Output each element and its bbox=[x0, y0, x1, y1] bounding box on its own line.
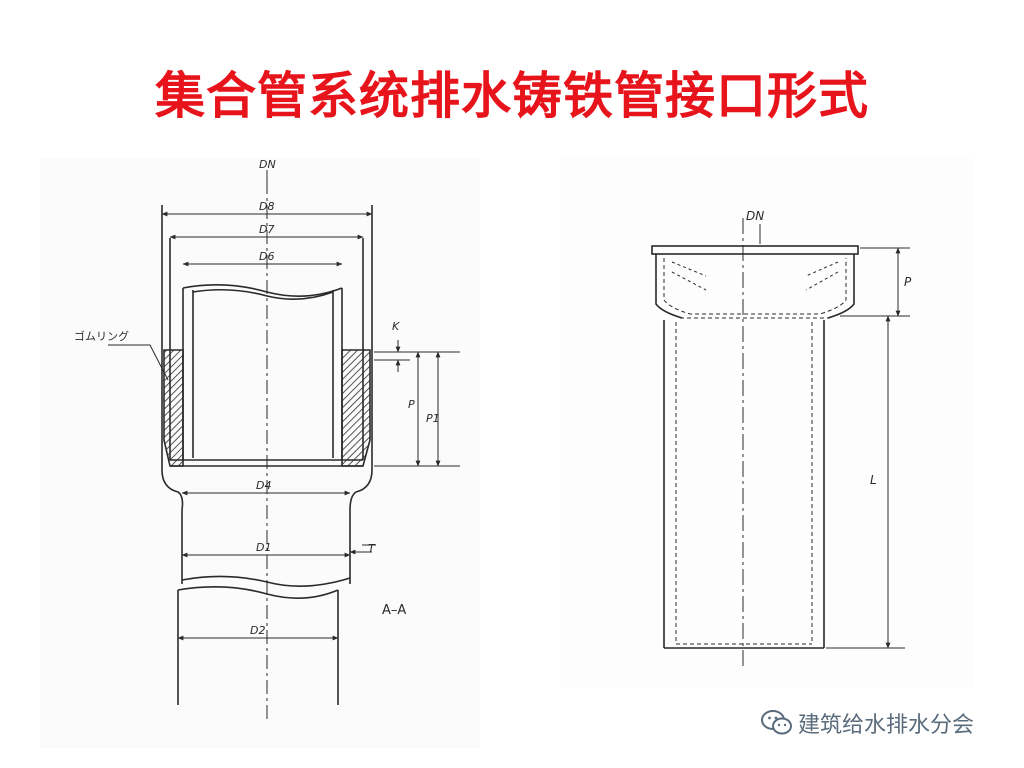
watermark-text: 建筑给水排水分会 bbox=[798, 713, 975, 738]
label-d1: D1 bbox=[256, 541, 271, 554]
label-d2: D2 bbox=[250, 624, 265, 637]
label-l: L bbox=[870, 473, 877, 487]
label-d4: D4 bbox=[256, 479, 271, 492]
left-drawing-panel bbox=[40, 158, 480, 748]
label-t: T bbox=[368, 542, 376, 555]
label-section: A–A bbox=[382, 603, 406, 618]
left-dimension-lines bbox=[161, 170, 441, 641]
label-p: P bbox=[408, 398, 415, 411]
label-d8: D8 bbox=[259, 200, 274, 213]
label-d7: D7 bbox=[259, 223, 274, 236]
label-p-right: P bbox=[904, 275, 912, 289]
label-k: K bbox=[392, 320, 400, 333]
wechat-icon bbox=[761, 710, 792, 735]
left-pipe-section bbox=[108, 180, 460, 720]
watermark: 建筑给水排水分会 bbox=[760, 705, 974, 741]
label-d6: D6 bbox=[259, 250, 274, 263]
label-rubber-ring: ゴムリング bbox=[74, 329, 129, 343]
label-p1: P1 bbox=[426, 412, 440, 425]
right-dimension-labels: DN P L bbox=[746, 209, 912, 487]
right-pipe-elevation bbox=[651, 218, 910, 670]
right-dimension-lines bbox=[759, 224, 901, 649]
label-dn-right: DN bbox=[746, 209, 764, 223]
left-dimension-labels: DN D8 D7 D6 D4 D1 D2 K P P1 T ゴムリング A–A bbox=[74, 158, 440, 637]
page-title: 集合管系统排水铸铁管接口形式 bbox=[155, 67, 869, 125]
label-dn-left: DN bbox=[259, 158, 276, 171]
